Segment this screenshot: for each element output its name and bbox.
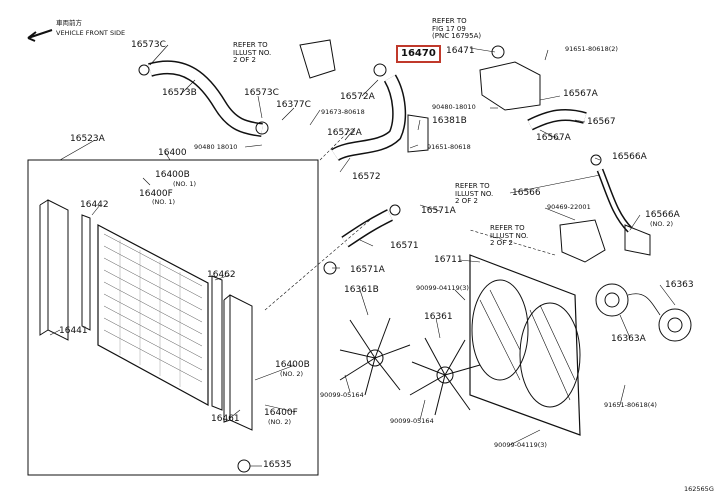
fan-16361B <box>339 317 411 396</box>
part-label-16566A-b[interactable]: 16566A <box>645 210 680 220</box>
radiator-core <box>97 224 209 407</box>
part-label-90099-top[interactable]: 90099-04119(3) <box>416 284 469 292</box>
part-label-16400F-b[interactable]: 16400F <box>264 408 298 418</box>
part-label-91651-bot[interactable]: 91651-80618(4) <box>604 401 657 409</box>
part-label-90480-a[interactable]: 90480-18010 <box>432 103 476 111</box>
part-label-16571[interactable]: 16571 <box>390 241 419 251</box>
part-label-16400F-qualifier: (NO. 1) <box>152 198 176 206</box>
refer-illust-low: REFER TO ILLUST NO. 2 OF 2 <box>490 224 529 247</box>
part-label-16573C[interactable]: 16573C <box>131 40 166 50</box>
part-label-16573C-b[interactable]: 16573C <box>244 88 279 98</box>
part-label-16567A[interactable]: 16567A <box>563 89 598 99</box>
part-label-16441[interactable]: 16441 <box>59 326 88 336</box>
front-arrow-icon <box>27 29 53 42</box>
part-label-16400B-b[interactable]: 16400B <box>275 360 310 370</box>
part-label-16461[interactable]: 16461 <box>211 414 240 424</box>
part-label-90469[interactable]: 90469-22001 <box>547 203 591 211</box>
part-label-16566A[interactable]: 16566A <box>612 152 647 162</box>
part-label-16400B[interactable]: 16400B <box>155 170 190 180</box>
part-label-16566[interactable]: 16566 <box>512 188 541 198</box>
part-label-16567[interactable]: 16567 <box>587 117 616 127</box>
part-label-16572A-b[interactable]: 16572A <box>327 128 362 138</box>
part-label-16471[interactable]: 16471 <box>446 46 475 56</box>
part-label-16400B-b-qualifier: (NO. 2) <box>280 370 304 378</box>
part-label-16566A-b-qualifier: (NO. 2) <box>650 220 674 228</box>
refer-illust-mid: REFER TO ILLUST NO. 2 OF 2 <box>455 182 494 205</box>
part-label-16363A[interactable]: 16363A <box>611 334 646 344</box>
left-tank <box>47 199 69 341</box>
catalog-number: 162565G <box>684 485 714 493</box>
part-label-90099-mid[interactable]: 90099-05164 <box>320 391 364 399</box>
part-label-90480-b[interactable]: 90480 18010 <box>194 143 238 151</box>
hose-16573B <box>148 60 263 137</box>
right-tank <box>229 294 253 431</box>
refer-fig-note: REFER TO FIG 17 09 (PNC 16795A) <box>432 17 482 40</box>
part-label-16442[interactable]: 16442 <box>80 200 109 210</box>
part-label-16572A[interactable]: 16572A <box>340 92 375 102</box>
part-label-91651-top[interactable]: 91651-80618(2) <box>565 45 618 53</box>
front-label-jp: 車両前方 <box>56 19 82 27</box>
motor-16363 <box>658 308 692 342</box>
part-label-16523A[interactable]: 16523A <box>70 134 105 144</box>
front-label: VEHICLE FRONT SIDE <box>56 29 126 37</box>
part-label-16400[interactable]: 16400 <box>158 148 187 158</box>
part-label-16377C[interactable]: 16377C <box>276 100 311 110</box>
part-label-16573B[interactable]: 16573B <box>162 88 197 98</box>
housing-mid <box>559 219 606 263</box>
part-label-16462[interactable]: 16462 <box>207 270 236 280</box>
part-label-91651-mid[interactable]: 91651-80618 <box>427 143 471 151</box>
part-label-16381B[interactable]: 16381B <box>432 116 467 126</box>
bracket-16381B <box>407 114 429 153</box>
part-label-16361[interactable]: 16361 <box>424 312 453 322</box>
part-label-90099-low[interactable]: 90099-05164 <box>390 417 434 425</box>
part-label-16400F-b-qualifier: (NO. 2) <box>268 418 292 426</box>
part-label-16567A-b[interactable]: 16567A <box>536 133 571 143</box>
part-label-16363[interactable]: 16363 <box>665 280 694 290</box>
motor-16363A <box>595 283 629 317</box>
part-label-91673[interactable]: 91673-80618 <box>321 108 365 116</box>
drain-cock-icon <box>237 459 251 473</box>
highlighted-part-16470[interactable]: 16470 <box>396 45 441 63</box>
part-label-16571A-b[interactable]: 16571A <box>350 265 385 275</box>
refer-illust-top: REFER TO ILLUST NO. 2 OF 2 <box>233 41 272 64</box>
part-label-16400F[interactable]: 16400F <box>139 189 173 199</box>
part-label-16711[interactable]: 16711 <box>434 255 463 265</box>
part-label-16400B-qualifier: (NO. 1) <box>173 180 197 188</box>
fan-shroud <box>469 254 581 436</box>
part-label-90099-bot[interactable]: 90099-04119(3) <box>494 441 547 449</box>
water-inlet <box>299 39 336 79</box>
part-label-16535[interactable]: 16535 <box>263 460 292 470</box>
assembly-frame <box>27 159 319 476</box>
part-label-16571A[interactable]: 16571A <box>421 206 456 216</box>
fan-16361 <box>409 337 481 416</box>
part-label-16361B[interactable]: 16361B <box>344 285 379 295</box>
part-label-16572[interactable]: 16572 <box>352 172 381 182</box>
inlet-housing-16471 <box>479 61 541 111</box>
